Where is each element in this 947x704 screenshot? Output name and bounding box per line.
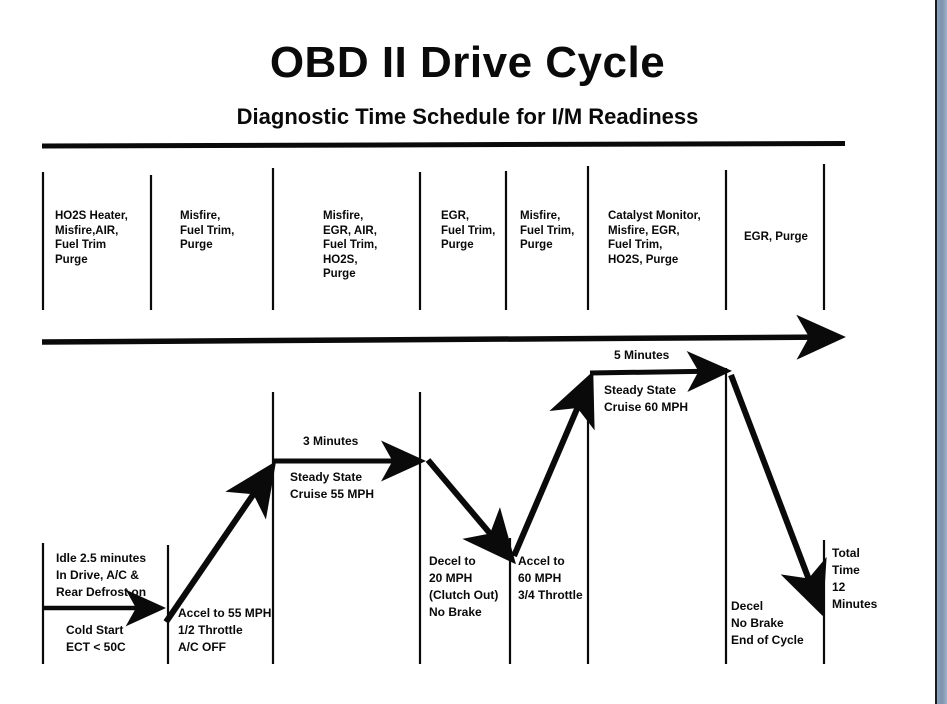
label-decel-end: Decel No Brake End of Cycle	[731, 599, 804, 647]
page-subtitle: Diagnostic Time Schedule for I/M Readine…	[236, 104, 699, 129]
top-rule	[41, 141, 846, 149]
monitor-column-5: Misfire, Fuel Trim, Purge	[520, 210, 575, 251]
label-cruise-60: Steady State Cruise 60 MPH	[604, 383, 689, 414]
monitor-column-1: HO2S Heater, Misfire,AIR, Fuel Trim Purg…	[55, 210, 128, 266]
monitor-column-6: Catalyst Monitor, Misfire, EGR, Fuel Tri…	[608, 210, 701, 266]
page-title: OBD II Drive Cycle	[269, 38, 666, 87]
duration-cruise-55: 3 Minutes	[303, 434, 359, 448]
label-idle-condition: Idle 2.5 minutes In Drive, A/C & Rear De…	[56, 551, 147, 599]
timeline-axis	[41, 314, 846, 360]
label-cold-start: Cold Start ECT < 50C	[66, 623, 126, 654]
label-decel-20: Decel to 20 MPH (Clutch Out) No Brake	[429, 554, 499, 619]
label-accel-55: Accel to 55 MPH 1/2 Throttle A/C OFF	[178, 606, 272, 654]
arrow-decel-20	[425, 458, 516, 565]
monitor-column-4: EGR, Fuel Trim, Purge	[441, 210, 496, 251]
label-total-time: Total Time 12 Minutes	[832, 546, 878, 611]
arrow-cruise-60	[589, 351, 732, 393]
label-cruise-55: Steady State Cruise 55 MPH	[290, 470, 375, 501]
arrow-accel-55	[163, 461, 277, 624]
page-edge-strip	[935, 0, 947, 704]
monitor-column-2: Misfire, Fuel Trim, Purge	[180, 210, 235, 251]
monitor-column-7: EGR, Purge	[744, 231, 808, 243]
label-accel-60: Accel to 60 MPH 3/4 Throttle	[518, 554, 583, 602]
duration-cruise-60: 5 Minutes	[614, 348, 670, 362]
arrow-accel-60	[511, 371, 595, 558]
arrow-decel-end	[728, 373, 827, 617]
monitor-column-3: Misfire, EGR, AIR, Fuel Trim, HO2S, Purg…	[323, 210, 378, 280]
